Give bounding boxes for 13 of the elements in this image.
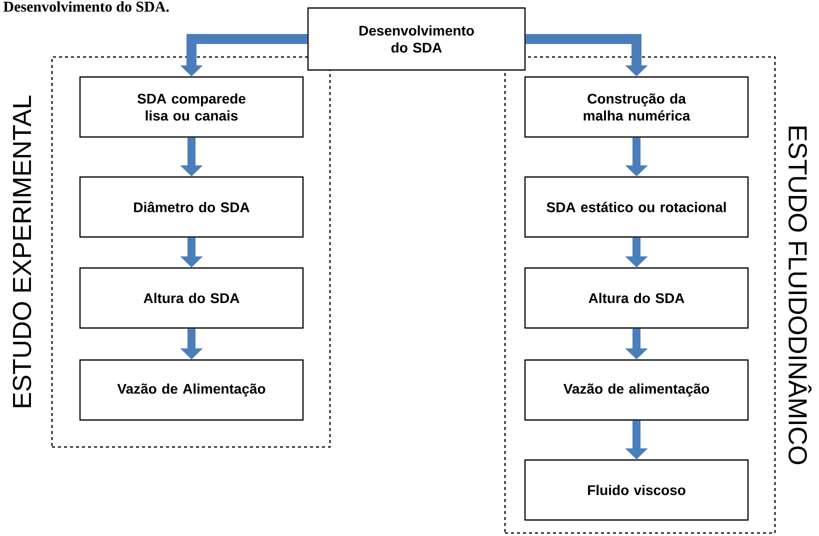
process-box: Vazão de Alimentação [79,359,304,421]
process-box: Vazão de alimentação [524,359,749,421]
group-label: ESTUDO FLUIDODINÂMICO [788,126,812,464]
process-box: Altura do SDA [79,267,304,329]
process-box: Construção da malha numérica [524,76,749,138]
group-label: ESTUDO EXPERIMENTAL [12,96,32,408]
process-box: Diâmetro do SDA [79,176,304,238]
process-box: Altura do SDA [524,267,749,329]
process-box: Fluido viscoso [524,459,749,521]
process-box: SDA estático ou rotacional [524,176,749,238]
process-box: SDA comparede lisa ou canais [79,76,304,138]
process-box: Desenvolvimento do SDA [307,7,526,71]
heading: Desenvolvimento do SDA. [3,1,169,12]
